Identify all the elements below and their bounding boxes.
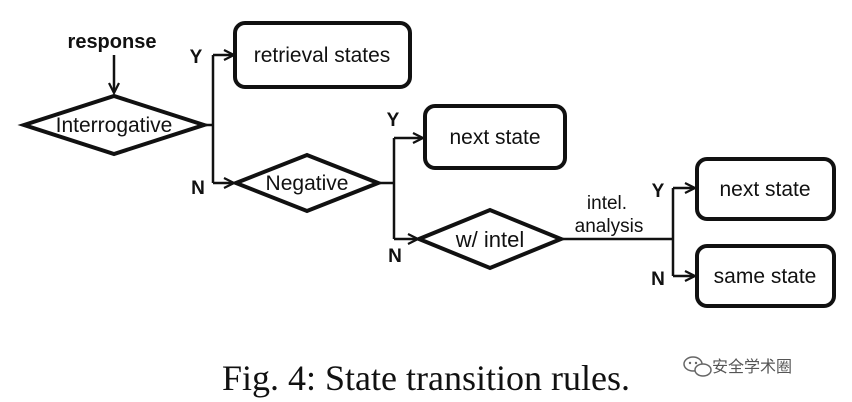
state-retrieval-states-label: retrieval states xyxy=(254,44,391,67)
branch-label-intel-yes: Y xyxy=(652,181,665,202)
edge-label-analysis: analysis xyxy=(575,216,644,237)
state-next-state-1 xyxy=(423,104,567,170)
branch-label-negative-yes: Y xyxy=(387,110,400,131)
state-next-state-2-label: next state xyxy=(719,178,810,201)
state-same-state-label: same state xyxy=(714,265,817,288)
state-same-state xyxy=(695,244,836,308)
branch-label-intel-no: N xyxy=(651,269,665,290)
wechat-icon xyxy=(683,356,712,377)
state-next-state-2 xyxy=(695,157,836,221)
branch-label-interrogative-yes: Y xyxy=(190,47,203,68)
figure-caption: Fig. 4: State transition rules. xyxy=(222,358,630,398)
decision-with-intel-label: w/ intel xyxy=(455,227,524,252)
branch-label-negative-no: N xyxy=(388,246,402,267)
watermark-text: 安全学术圈 xyxy=(712,357,792,376)
decision-negative-label: Negative xyxy=(266,172,349,195)
edge-label-intel: intel. xyxy=(587,193,627,214)
state-retrieval-states xyxy=(233,21,412,89)
decision-interrogative-label: Interrogative xyxy=(56,114,173,137)
input-label: response xyxy=(68,31,157,53)
state-next-state-1-label: next state xyxy=(449,126,540,149)
branch-label-interrogative-no: N xyxy=(191,178,205,199)
